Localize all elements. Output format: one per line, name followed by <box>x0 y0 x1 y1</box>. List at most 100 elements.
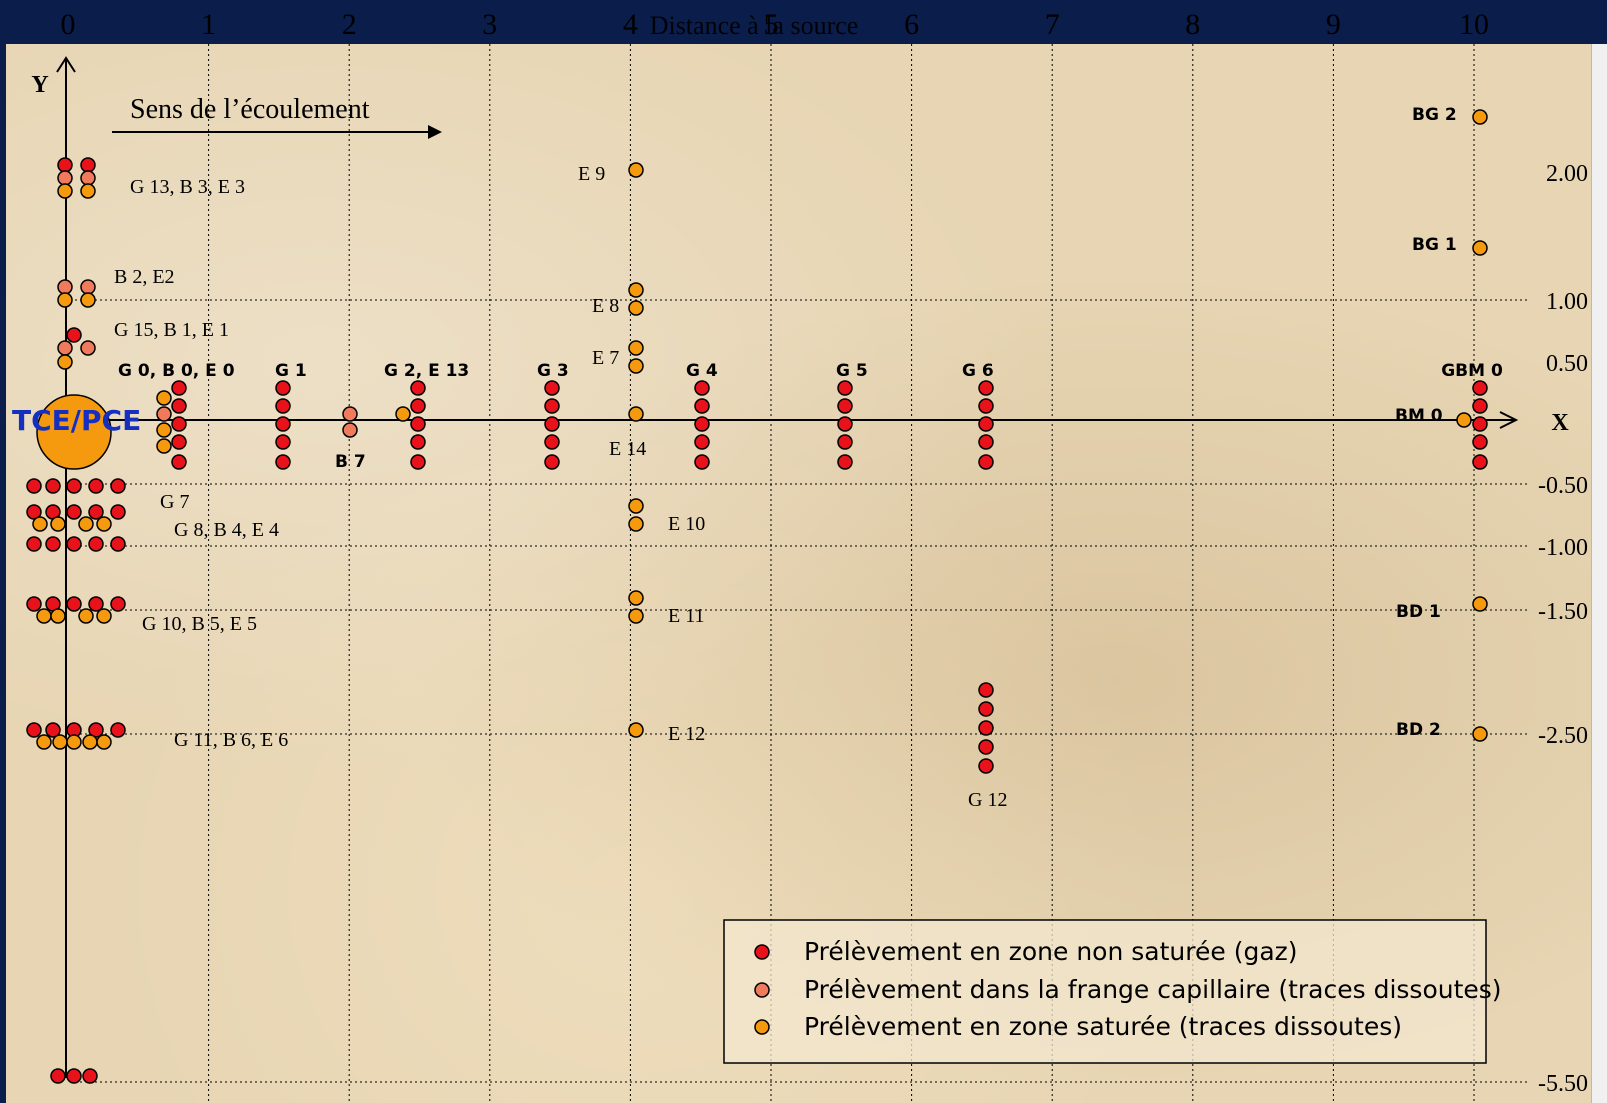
sample-point-gas <box>66 596 82 612</box>
sample-point-gas <box>80 157 96 173</box>
point-label: E 9 <box>578 163 605 185</box>
sample-point-gas <box>978 701 994 717</box>
sample-point-saturated <box>78 608 94 624</box>
x-tick-label: 5 <box>764 8 779 41</box>
point-label: G 2, E 13 <box>384 361 469 381</box>
sample-point-gas <box>110 478 126 494</box>
point-label: BM 0 <box>1395 406 1443 426</box>
sample-point-saturated <box>628 406 644 422</box>
sample-point-saturated <box>628 358 644 374</box>
sample-point-saturated <box>395 406 411 422</box>
sample-point-gas <box>1472 434 1488 450</box>
y-axis-label: Y <box>31 72 48 98</box>
sample-point-gas <box>1472 454 1488 470</box>
x-tick-label: 6 <box>904 8 919 41</box>
x-tick-label: 8 <box>1185 8 1200 41</box>
sample-point-saturated <box>1472 109 1488 125</box>
sample-point-saturated <box>628 300 644 316</box>
diagram-background <box>6 44 1591 1103</box>
sample-point-gas <box>171 454 187 470</box>
sample-point-gas <box>66 327 82 343</box>
sample-point-capillary <box>80 279 96 295</box>
sample-point-gas <box>978 720 994 736</box>
sample-point-capillary <box>80 340 96 356</box>
legend-box <box>723 919 1487 1064</box>
sample-point-gas <box>45 478 61 494</box>
point-label: B 2, E2 <box>114 266 175 288</box>
x-tick-label: 1 <box>201 8 216 41</box>
legend-label-capillary: Prélèvement dans la frange capillaire (t… <box>804 975 1502 1004</box>
legend-label-gas: Prélèvement en zone non saturée (gaz) <box>804 937 1298 966</box>
scrollbar[interactable] <box>1591 44 1607 1103</box>
sample-point-gas <box>110 504 126 520</box>
sample-point-saturated <box>80 183 96 199</box>
sample-point-gas <box>26 722 42 738</box>
sample-point-saturated <box>57 354 73 370</box>
sample-point-gas <box>26 478 42 494</box>
sample-point-saturated <box>1456 412 1472 428</box>
sample-point-saturated <box>628 722 644 738</box>
sample-point-capillary <box>156 406 172 422</box>
y-tick-label: -1.00 <box>1538 535 1588 561</box>
sample-point-gas <box>66 504 82 520</box>
sample-point-gas <box>694 434 710 450</box>
flow-direction-label: Sens de l’écoulement <box>130 94 370 125</box>
y-tick-label: -0.50 <box>1538 473 1588 499</box>
point-label: G 15, B 1, E 1 <box>114 319 229 341</box>
sample-point-saturated <box>50 608 66 624</box>
y-tick-label: -2.50 <box>1538 723 1588 749</box>
sample-point-saturated <box>80 292 96 308</box>
sample-point-gas <box>978 454 994 470</box>
y-axis-arrow-icon <box>56 56 76 73</box>
point-labels: G 13, B 3, E 3B 2, E2G 15, B 1, E 1G 0, … <box>114 105 1503 811</box>
point-label: BD 1 <box>1396 602 1441 622</box>
y-tick-label: -1.50 <box>1538 599 1588 625</box>
sample-point-gas <box>66 1068 82 1084</box>
point-label: E 11 <box>668 605 704 627</box>
y-tick-label: 1.00 <box>1546 289 1588 315</box>
sample-point-saturated <box>96 516 112 532</box>
sample-point-saturated <box>52 734 68 750</box>
sample-point-gas <box>544 434 560 450</box>
point-label: G 1 <box>275 361 307 381</box>
point-label: G 8, B 4, E 4 <box>174 519 279 541</box>
sample-point-saturated <box>628 516 644 532</box>
point-label: G 7 <box>160 491 189 513</box>
sample-point-gas <box>26 504 42 520</box>
sample-point-gas <box>978 758 994 774</box>
sample-point-gas <box>978 739 994 755</box>
point-label: BG 1 <box>1412 235 1457 255</box>
sample-point-gas <box>82 1068 98 1084</box>
sample-point-gas <box>694 454 710 470</box>
sample-point-saturated <box>96 734 112 750</box>
sample-point-gas <box>410 380 426 396</box>
sample-point-gas <box>275 454 291 470</box>
legend: Prélèvement en zone non saturée (gaz) Pr… <box>723 919 1502 1064</box>
point-label: G 5 <box>836 361 868 381</box>
y-tick-label: 0.50 <box>1546 351 1588 377</box>
sample-point-gas <box>171 398 187 414</box>
sample-point-gas <box>544 398 560 414</box>
sample-point-gas <box>88 504 104 520</box>
sample-point-gas <box>26 536 42 552</box>
grid <box>70 44 1530 1103</box>
sample-point-saturated <box>1472 596 1488 612</box>
sample-point-capillary <box>80 170 96 186</box>
sample-point-capillary <box>57 279 73 295</box>
sample-point-saturated <box>82 734 98 750</box>
sample-point-saturated <box>57 183 73 199</box>
sample-point-gas <box>275 398 291 414</box>
point-label: G 0, B 0, E 0 <box>118 361 235 381</box>
x-axis-label: X <box>1551 410 1569 436</box>
x-axis-arrow-icon <box>1499 411 1519 429</box>
sample-point-saturated <box>628 608 644 624</box>
point-label: G 3 <box>537 361 569 381</box>
y-tick-label: 2.00 <box>1546 161 1588 187</box>
point-label: G 4 <box>686 361 718 381</box>
sample-point-saturated <box>156 390 172 406</box>
point-label: E 12 <box>668 723 705 745</box>
sample-point-gas <box>171 416 187 432</box>
flow-arrow-head-icon <box>428 125 442 139</box>
x-tick-label: 10 <box>1459 8 1489 41</box>
sample-point-gas <box>410 434 426 450</box>
